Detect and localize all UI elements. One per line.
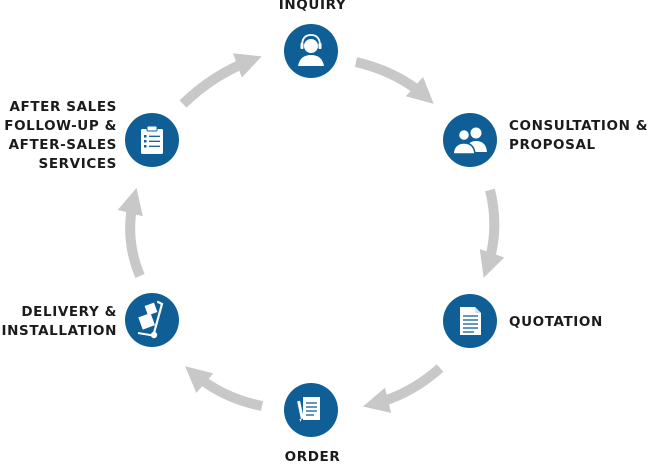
step-label-after-sales-line-3: AFTER-SALES [8,137,117,153]
step-node-inquiry [284,24,338,78]
step-node-order [284,383,338,437]
step-label-after-sales-line-4: SERVICES [38,156,117,172]
step-label-after-sales-line-2: FOLLOW-UP & [4,118,117,134]
step-label-inquiry: INQUIRY [255,0,370,15]
arrow-delivery-to-after-sales [117,187,145,278]
step-label-quotation-line-1: QUOTATION [509,314,603,330]
people-icon [452,127,487,155]
step-label-after-sales: AFTER SALES FOLLOW-UP & AFTER-SALES SERV… [4,98,117,174]
step-label-delivery: DELIVERY & INSTALLATION [2,303,117,341]
step-label-consultation-line-1: CONSULTATION & [509,118,649,134]
step-label-after-sales-line-1: AFTER SALES [9,99,117,115]
flow-arrows [117,53,505,413]
arrow-inquiry-to-consultation [354,57,434,104]
arrow-order-to-delivery [185,366,264,411]
step-label-consultation-line-2: PROPOSAL [509,137,596,153]
step-label-delivery-line-2: INSTALLATION [1,323,117,339]
step-label-order-line-1: ORDER [284,449,341,465]
step-node-delivery [125,293,179,347]
arrow-quotation-to-order [362,364,444,413]
step-label-delivery-line-1: DELIVERY & [21,304,117,320]
order-form-icon [297,397,320,422]
step-node-after-sales [125,113,179,167]
step-label-quotation: QUOTATION [509,313,603,332]
step-label-inquiry-line-1: INQUIRY [278,0,347,13]
step-label-order: ORDER [255,448,370,467]
arrow-after-sales-to-inquiry [179,53,262,108]
step-node-consultation [443,113,497,167]
step-node-quotation [443,294,497,348]
step-label-consultation: CONSULTATION & PROPOSAL [509,117,648,155]
clipboard-icon [141,125,163,154]
hand-truck-icon [137,300,164,339]
arrow-consultation-to-quotation [479,188,505,278]
headset-person-icon [298,34,324,66]
document-icon [460,307,481,335]
